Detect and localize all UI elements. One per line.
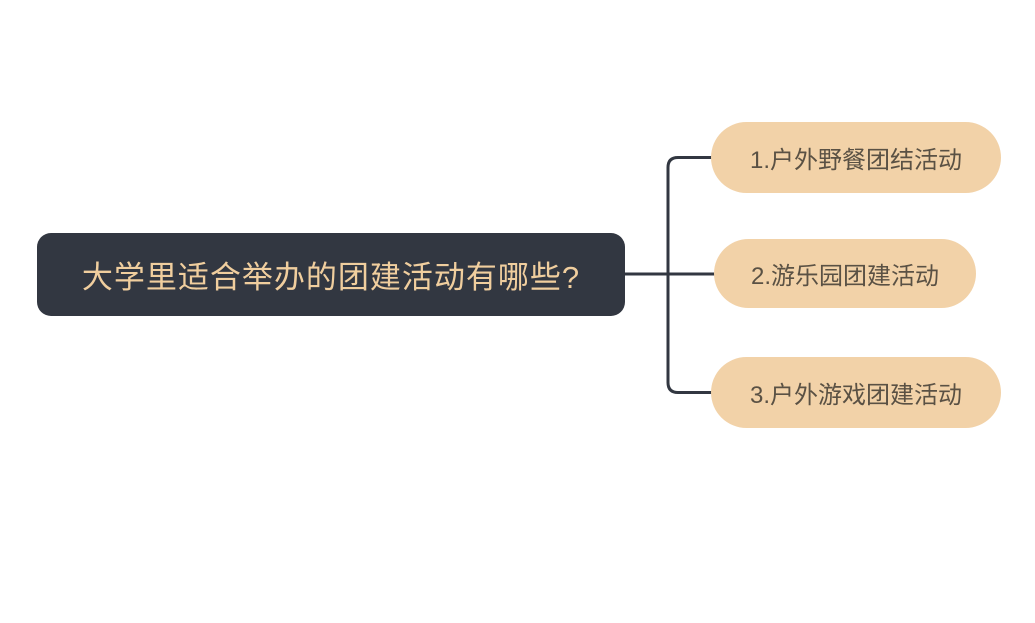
child-topic-node-2[interactable]: 2.游乐园团建活动 xyxy=(714,239,976,308)
root-topic-node[interactable]: 大学里适合举办的团建活动有哪些? xyxy=(37,233,625,316)
root-topic-label: 大学里适合举办的团建活动有哪些? xyxy=(81,260,581,295)
child-topic-node-3[interactable]: 3.户外游戏团建活动 xyxy=(711,357,1001,428)
child-topic-label-3: 3.户外游戏团建活动 xyxy=(749,382,962,409)
child-topic-label-1: 1.户外野餐团结活动 xyxy=(749,147,962,174)
child-topic-node-1[interactable]: 1.户外野餐团结活动 xyxy=(711,122,1001,193)
child-topic-label-2: 2.游乐园团建活动 xyxy=(750,263,939,290)
connector-trunk-branches xyxy=(666,156,714,394)
